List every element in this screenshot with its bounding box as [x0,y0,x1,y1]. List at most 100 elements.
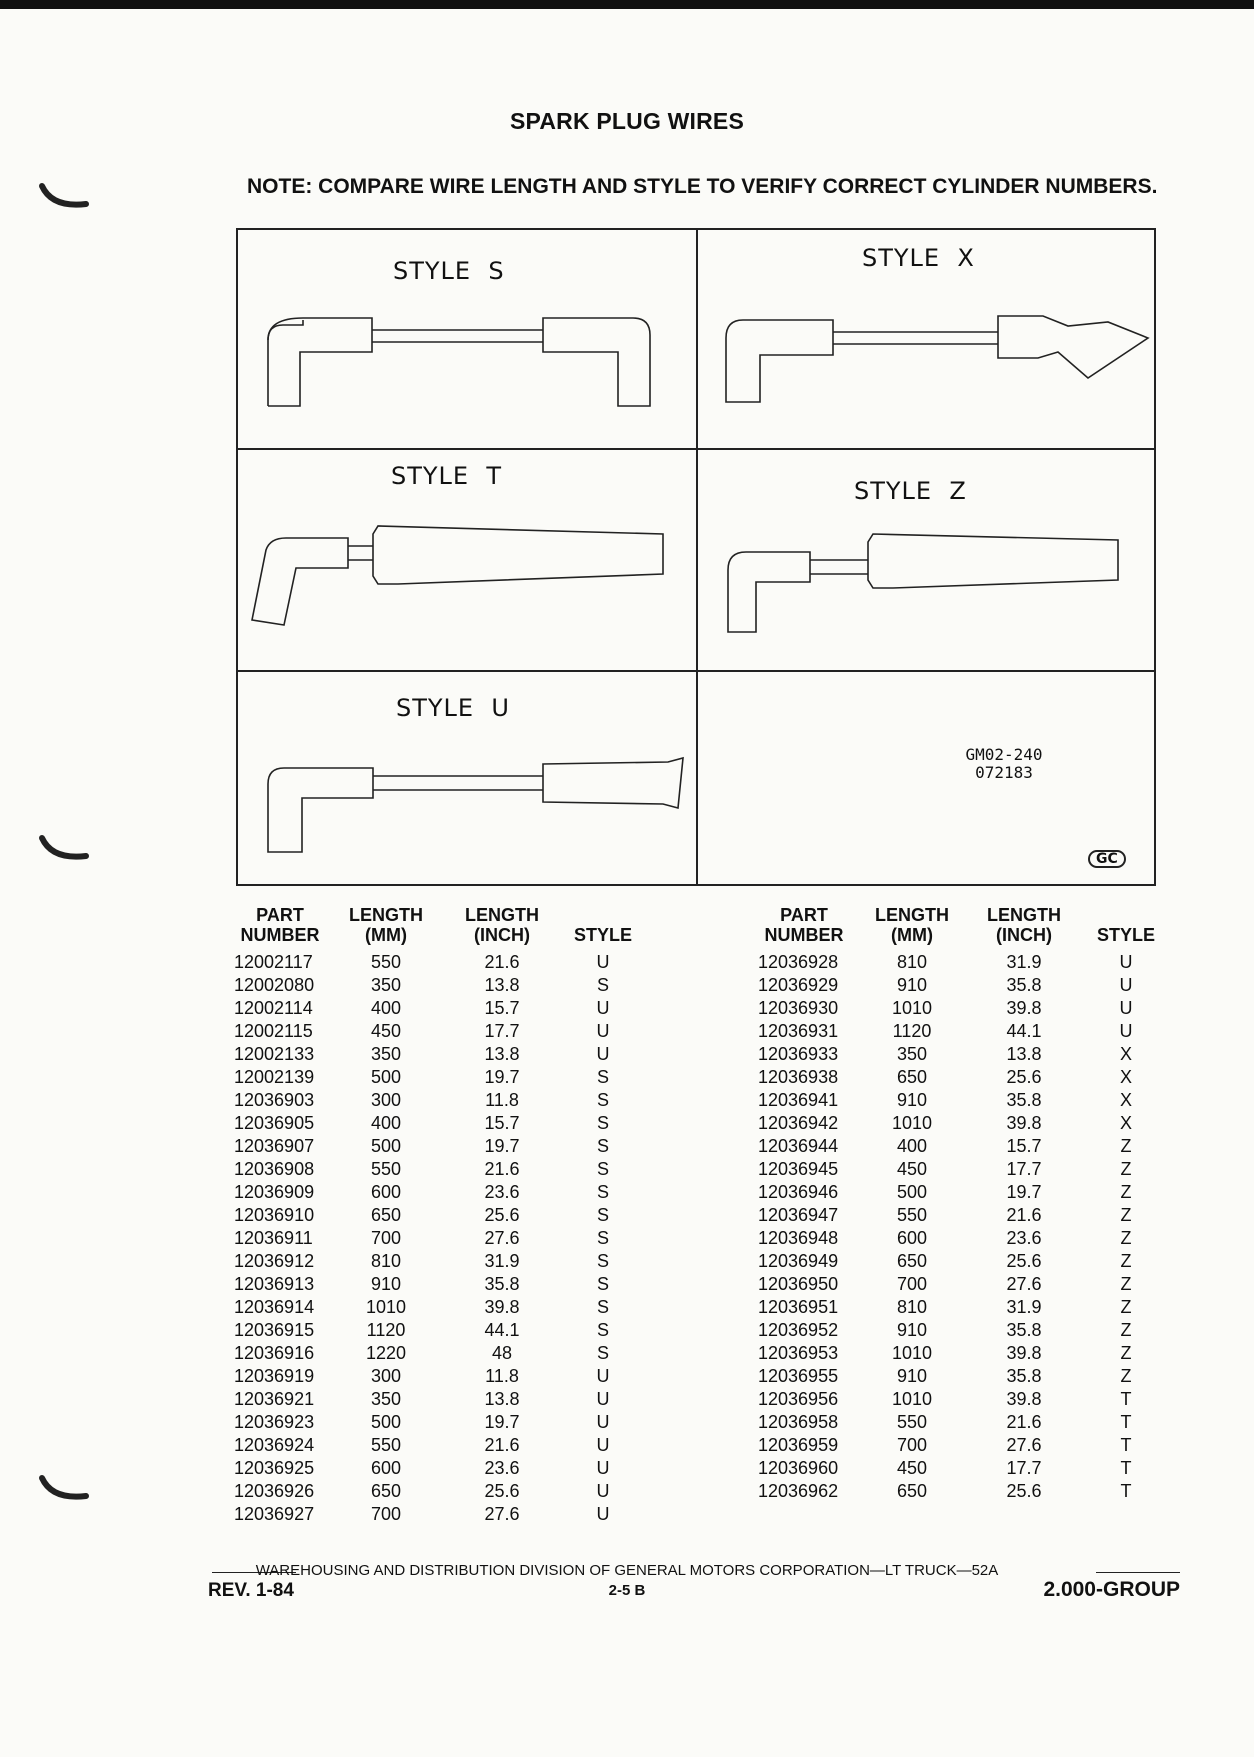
length-inch: 13.8 [484,1044,520,1064]
style-code: Z [1120,1228,1132,1248]
style-x-panel: STYLE X [698,230,1154,448]
style-code: S [596,1136,609,1156]
binder-mark-icon [39,835,89,860]
length-inch: 25.6 [1006,1481,1042,1501]
length-inch: 44.1 [484,1320,520,1340]
style-code: S [596,1090,609,1110]
part-number: 12036931 [758,1021,839,1041]
style-code: T [1120,1458,1132,1478]
style-code: T [1120,1389,1132,1409]
length-mm: 1120 [892,1021,932,1041]
length-mm: 650 [896,1481,928,1501]
part-number: 12002080 [234,975,315,995]
binder-mark-icon [39,183,89,208]
top-rule [0,0,1254,9]
part-number: 12036948 [758,1228,839,1248]
part-number: 12036958 [758,1412,839,1432]
group-number: 2.000-GROUP [1043,1578,1180,1601]
length-mm: 910 [896,975,928,995]
part-number: 12036955 [758,1366,839,1386]
length-mm: 650 [896,1067,928,1087]
length-inch: 23.6 [484,1458,520,1478]
length-inch: 35.8 [1006,975,1042,995]
length-mm: 1220 [365,1343,407,1363]
style-code: U [596,1458,610,1478]
length-inch: 17.7 [1006,1458,1042,1478]
header-style: STYLE [573,925,632,945]
length-mm: 600 [896,1228,928,1248]
part-number: 12036907 [234,1136,315,1156]
length-mm: 500 [370,1067,402,1087]
length-mm: 400 [370,998,402,1018]
length-inch: 23.6 [484,1182,520,1202]
part-number: 12036915 [234,1320,315,1340]
style-code: S [596,1182,609,1202]
length-mm: 650 [370,1205,402,1225]
length-inch: 21.6 [1006,1205,1042,1225]
style-code: Z [1120,1159,1132,1179]
style-code: U [596,1389,610,1409]
wire-style-diagram: STYLE S STYLE X STYLE T [236,228,1156,886]
part-number: 12036908 [234,1159,315,1179]
style-code: Z [1120,1320,1132,1340]
length-mm: 450 [896,1458,928,1478]
part-number: 12036933 [758,1044,839,1064]
style-code: Z [1120,1136,1132,1156]
grid-divider [238,448,1154,450]
length-mm: 300 [370,1090,402,1110]
length-inch: 23.6 [1006,1228,1042,1248]
style-code: T [1120,1481,1132,1501]
length-mm: 300 [370,1366,402,1386]
length-inch: 48 [491,1343,513,1363]
part-number: 12036928 [758,952,839,972]
length-mm: 650 [370,1481,402,1501]
style-code: U [1119,952,1133,972]
style-u-wire-icon [267,756,684,853]
style-z-label: STYLE Z [854,477,967,505]
length-mm: 910 [896,1320,928,1340]
part-number: 12036916 [234,1343,315,1363]
length-mm: 700 [370,1228,402,1248]
style-code: S [596,1320,609,1340]
style-code: Z [1120,1274,1132,1294]
part-number: 12036938 [758,1067,839,1087]
part-number: 12036952 [758,1320,839,1340]
part-number: 12036962 [758,1481,839,1501]
length-mm: 350 [896,1044,928,1064]
part-number: 12036947 [758,1205,839,1225]
length-mm: 550 [896,1412,928,1432]
length-mm: 910 [896,1090,928,1110]
length-mm: 700 [896,1435,928,1455]
part-number: 12036956 [758,1389,839,1409]
part-number: 12036930 [758,998,839,1018]
style-u-panel: STYLE U [238,672,696,884]
length-inch: 19.7 [484,1412,520,1432]
header-length-mm: LENGTH(MM) [875,905,949,945]
length-inch: 44.1 [1006,1021,1042,1041]
length-inch: 13.8 [484,975,520,995]
header-length-inch: LENGTH(INCH) [465,905,539,945]
style-code: X [1119,1067,1132,1087]
length-inch: 39.8 [1006,1389,1042,1409]
length-inch: 27.6 [1006,1274,1042,1294]
